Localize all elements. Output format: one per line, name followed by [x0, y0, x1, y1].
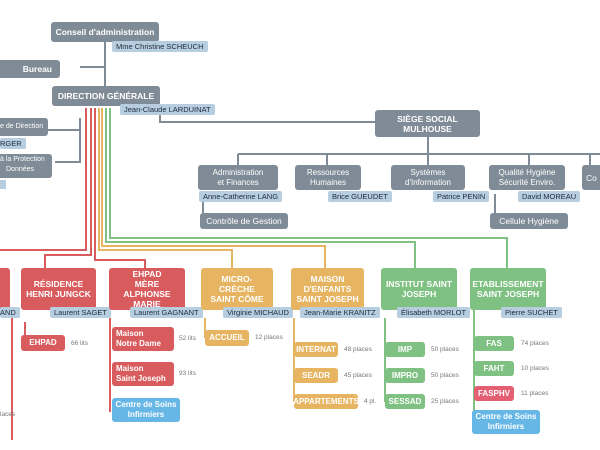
faht-places: 10 places [521, 365, 549, 372]
marie-label: EHPAD MÈRE ALPHONSE MARIE [123, 269, 171, 309]
direction-generale-box[interactable]: DIRECTION GÉNÉRALE [52, 86, 160, 106]
imp-box[interactable]: IMP [385, 342, 425, 357]
conseil-person-tag: Mme Christine SCHEUCH [112, 41, 208, 52]
micro-creche-box[interactable]: MICRO-CRÈCHE SAINT CÔME [201, 268, 273, 310]
sessad-box[interactable]: SESSAD [385, 394, 425, 409]
siege-label: SIÈGE SOCIAL MULHOUSE [397, 113, 458, 134]
cellule-hygiene-box[interactable]: Cellule Hygiène [490, 213, 568, 229]
sessad-label: SESSAD [388, 396, 422, 406]
partial-places-label: laces [0, 411, 16, 418]
creche-label: MICRO-CRÈCHE SAINT CÔME [210, 274, 264, 304]
saint-joseph-maison-label: Maison Saint Joseph [116, 364, 166, 383]
appartements-label: APPARTEMENTS [293, 396, 359, 406]
etablissement-saint-joseph-box[interactable]: ETABLISSEMENT SAINT JOSEPH [470, 268, 546, 310]
bureau-label: Bureau [22, 64, 52, 74]
imp-places: 50 places [431, 346, 459, 353]
partial-service-label: Co [586, 172, 597, 183]
qhse-person-tag: David MOREAU [518, 191, 581, 202]
imp-label: IMP [397, 344, 413, 354]
institut-saint-joseph-box[interactable]: INSTITUT SAINT JOSEPH [381, 268, 457, 310]
conseil-label: Conseil d'administration [55, 27, 155, 37]
si-label: Systèmes d'Information [405, 167, 451, 187]
direction-label: DIRECTION GÉNÉRALE [57, 91, 155, 101]
accueil-box[interactable]: ACCUEIL [205, 330, 249, 346]
faht-label: FAHT [483, 363, 505, 373]
rh-label: Ressources Humaines [306, 167, 350, 187]
fasphv-places: 11 places [521, 390, 549, 397]
qhse-label: Qualité Hygiène Sécurité Enviro. [498, 167, 556, 187]
qualite-hygiene-box[interactable]: Qualité Hygiène Sécurité Enviro. [489, 165, 565, 190]
si-person-tag: Patrice PENIN [433, 191, 490, 202]
side-direction-box[interactable]: e de Direction [0, 118, 48, 136]
seadr-label: SEADR [301, 370, 330, 380]
fas-label: FAS [486, 338, 502, 348]
admin-finances-box[interactable]: Administration et Finances [198, 165, 278, 190]
rh-person-tag: Brice GUEUDET [328, 191, 392, 202]
admin-finances-person-tag: Anne-Catherine LANG [199, 191, 283, 202]
enfants-person-tag: Jean-Marie KRANITZ [300, 307, 380, 318]
impro-box[interactable]: IMPRO [385, 368, 425, 383]
jungck-label: RÉSIDENCE HENRI JUNGCK [26, 279, 91, 299]
protection-label: à la Protection [0, 156, 45, 163]
maison-enfants-box[interactable]: MAISON D'ENFANTS SAINT JOSEPH [291, 268, 364, 310]
direction-person-tag: Jean-Claude LARDUINAT [120, 104, 215, 115]
appartements-box[interactable]: APPARTEMENTS [293, 394, 359, 409]
notre-dame-label: Maison Notre Dame [116, 329, 161, 348]
fasphv-label: FASPHV [477, 388, 510, 398]
ehpad-jungck-box[interactable]: EHPAD [21, 335, 65, 351]
internat-places: 48 places [344, 346, 372, 353]
side-direction-label: e de Direction [0, 123, 44, 130]
residence-jungck-box[interactable]: RÉSIDENCE HENRI JUNGCK [21, 268, 96, 310]
impro-label: IMPRO [391, 370, 419, 380]
fasphv-box[interactable]: FASPHV [474, 386, 514, 401]
cellule-label: Cellule Hygiène [499, 216, 559, 226]
siege-social-box[interactable]: SIÈGE SOCIAL MULHOUSE [375, 110, 480, 137]
ehpad-marie-box[interactable]: EHPAD MÈRE ALPHONSE MARIE [109, 268, 185, 310]
ehpad-jungck-places: 66 lits [71, 340, 88, 347]
soins-marie-label: Centre de Soins Infirmiers [115, 400, 177, 419]
conseil-administration-box[interactable]: Conseil d'administration [51, 22, 159, 42]
systemes-information-box[interactable]: Systèmes d'Information [391, 165, 465, 190]
internat-box[interactable]: INTERNAT [294, 342, 338, 357]
marie-person-tag: Laurent GAGNANT [130, 307, 203, 318]
etablissement-person-tag: Pierre SUCHET [501, 307, 562, 318]
appartements-places: 4 pl. [364, 398, 377, 405]
controle-label: Contrôle de Gestion [206, 216, 282, 226]
notre-dame-places: 52 lits [179, 335, 196, 342]
institut-person-tag: Élisabeth MORLOT [397, 307, 471, 318]
impro-places: 50 places [431, 372, 459, 379]
partial-establishment-box[interactable] [0, 268, 10, 310]
maison-notre-dame-box[interactable]: Maison Notre Dame [112, 327, 174, 351]
faht-box[interactable]: FAHT [474, 361, 514, 376]
protection-donnees-box[interactable]: à la Protection Données [0, 154, 52, 178]
institut-label: INSTITUT SAINT JOSEPH [385, 279, 453, 299]
internat-label: INTERNAT [296, 344, 336, 354]
accueil-places: 12 places [255, 334, 283, 341]
saint-joseph-maison-places: 93 lits [179, 370, 196, 377]
side-direction-person-tag: RGER [0, 138, 26, 149]
centre-soins-marie-box[interactable]: Centre de Soins Infirmiers [112, 398, 180, 422]
ehpad-jungck-label: EHPAD [29, 338, 57, 347]
enfants-label: MAISON D'ENFANTS SAINT JOSEPH [296, 274, 359, 304]
accueil-label: ACCUEIL [209, 333, 245, 342]
partial-service-box[interactable]: Co [582, 165, 600, 190]
creche-person-tag: Virginie MICHAUD [223, 307, 293, 318]
maison-saint-joseph-box[interactable]: Maison Saint Joseph [112, 362, 174, 386]
jungck-person-tag: Laurent SAGET [50, 307, 111, 318]
fas-box[interactable]: FAS [474, 336, 514, 351]
seadr-box[interactable]: SEADR [294, 368, 338, 383]
ressources-humaines-box[interactable]: Ressources Humaines [295, 165, 361, 190]
etablissement-label: ETABLISSEMENT SAINT JOSEPH [472, 279, 544, 299]
soins-etablissement-label: Centre de Soins Infirmiers [475, 412, 537, 431]
donnees-label: Données [6, 166, 35, 173]
sessad-places: 25 places [431, 398, 459, 405]
centre-soins-etablissement-box[interactable]: Centre de Soins Infirmiers [472, 410, 540, 434]
fas-places: 74 places [521, 340, 549, 347]
seadr-places: 45 places [344, 372, 372, 379]
controle-gestion-box[interactable]: Contrôle de Gestion [200, 213, 288, 229]
partial-person-tag [0, 180, 6, 189]
bureau-box[interactable]: Bureau [0, 60, 60, 78]
admin-finances-label: Administration et Finances [212, 167, 264, 187]
partial-establishment-person-tag: AND [0, 307, 20, 318]
